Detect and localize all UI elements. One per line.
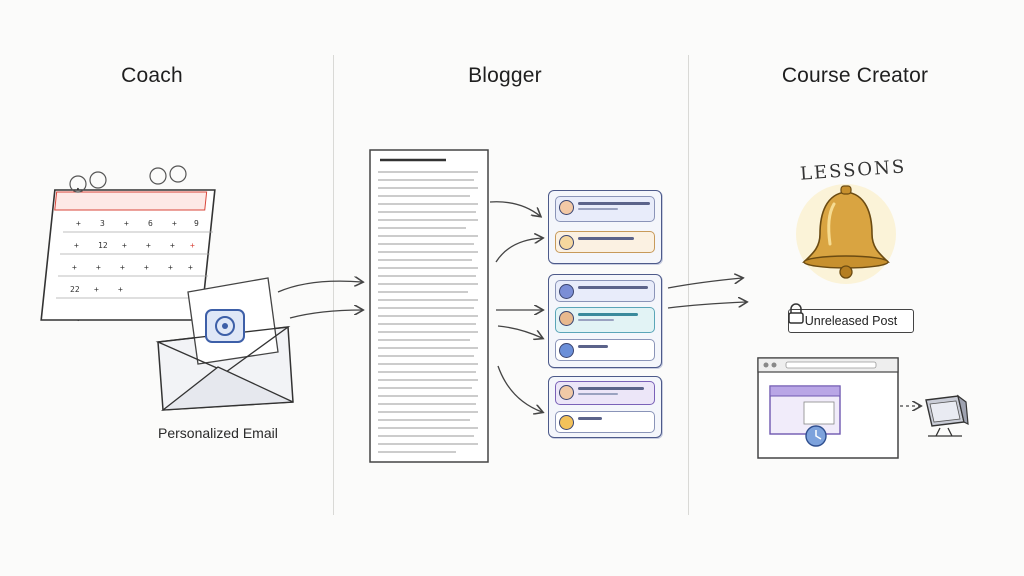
- svg-text:+: +: [170, 241, 175, 250]
- card-post-row: [555, 411, 655, 433]
- browser-window-icon: [757, 357, 899, 459]
- svg-text:22: 22: [70, 285, 80, 294]
- svg-text:+: +: [190, 241, 195, 250]
- svg-text:9: 9: [194, 219, 199, 228]
- text-line: [578, 319, 614, 321]
- svg-text:+: +: [122, 241, 127, 250]
- card-post-row: [555, 381, 655, 405]
- svg-text:+: +: [168, 263, 173, 272]
- svg-text:6: 6: [148, 219, 153, 228]
- svg-text:+: +: [124, 219, 129, 228]
- card-post-row: [555, 196, 655, 222]
- svg-text:+: +: [94, 285, 99, 294]
- avatar: [559, 385, 574, 400]
- unreleased-post-label: Unreleased Post: [788, 309, 914, 333]
- caption-personalized-email: Personalized Email: [158, 425, 278, 441]
- text-line: [578, 417, 602, 420]
- document-icon: [369, 149, 489, 463]
- svg-text:+: +: [144, 263, 149, 272]
- svg-text:+: +: [118, 285, 123, 294]
- svg-text:+: +: [74, 241, 79, 250]
- svg-text:+: +: [76, 219, 81, 228]
- svg-text:+: +: [172, 219, 177, 228]
- text-line: [578, 393, 618, 395]
- computer-icon: [925, 394, 969, 437]
- text-line: [578, 345, 608, 348]
- social-card-1: [548, 190, 662, 264]
- svg-text:+: +: [96, 263, 101, 272]
- svg-text:+: +: [188, 263, 193, 272]
- text-line: [578, 387, 644, 390]
- svg-text:12: 12: [98, 241, 108, 250]
- card-post-row: [555, 231, 655, 253]
- text-line: [578, 208, 618, 210]
- column-title-blogger: Blogger: [468, 64, 542, 87]
- avatar: [559, 415, 574, 430]
- svg-text:+: +: [146, 241, 151, 250]
- avatar: [559, 343, 574, 358]
- text-line: [578, 313, 638, 316]
- avatar: [559, 235, 574, 250]
- avatar: [559, 284, 574, 299]
- card-post-row: [555, 280, 655, 302]
- svg-text:+: +: [120, 263, 125, 272]
- text-line: [578, 202, 650, 205]
- text-line: [578, 286, 648, 289]
- avatar: [559, 200, 574, 215]
- social-card-2: [548, 274, 662, 368]
- avatar: [559, 311, 574, 326]
- svg-text:+: +: [72, 263, 77, 272]
- svg-text:3: 3: [100, 219, 105, 228]
- lock-icon: [788, 303, 804, 324]
- card-post-row: [555, 307, 655, 333]
- bell-icon: [796, 184, 896, 284]
- column-title-course-creator: Course Creator: [781, 64, 929, 87]
- text-line: [578, 237, 634, 240]
- envelope-icon: [155, 277, 294, 411]
- social-card-3: [548, 376, 662, 438]
- card-post-row: [555, 339, 655, 361]
- column-divider-left: [333, 55, 334, 515]
- calendar-icon: +3 +6 +9 +12 + + + + + + + + + + 22 + +: [40, 165, 216, 322]
- column-title-coach: Coach: [121, 64, 183, 87]
